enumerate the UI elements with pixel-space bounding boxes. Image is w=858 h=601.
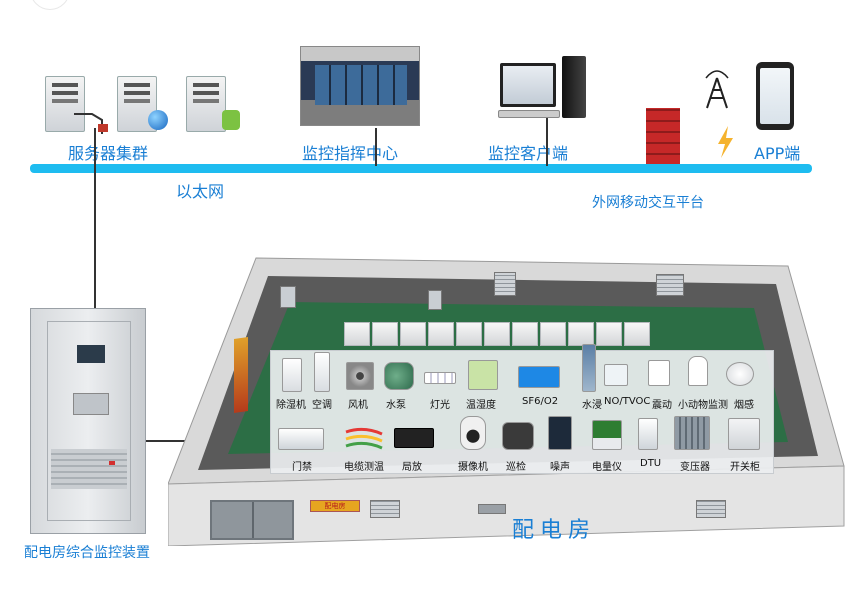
device-label: 电量仪 bbox=[592, 462, 622, 473]
device-label: NO/TVOC bbox=[604, 396, 651, 407]
device-label: 水浸 bbox=[582, 400, 602, 411]
device-label: 局放 bbox=[402, 462, 422, 473]
client-drop-line bbox=[546, 118, 548, 166]
vent-icon bbox=[478, 504, 506, 514]
server-icon bbox=[117, 76, 157, 132]
database-icon bbox=[222, 110, 240, 130]
water-leak-icon bbox=[582, 344, 596, 392]
phone-icon bbox=[756, 62, 794, 130]
warning-panel bbox=[234, 337, 248, 413]
monitor-cabinet bbox=[30, 308, 146, 534]
switchgear-icon bbox=[728, 418, 760, 450]
patrol-robot-icon bbox=[502, 422, 534, 450]
monitor-icon bbox=[500, 63, 556, 107]
access-control-icon bbox=[278, 428, 324, 450]
room-sign: 配电房 bbox=[310, 500, 360, 512]
dehumidifier-icon bbox=[282, 358, 302, 392]
camera-icon bbox=[460, 416, 486, 450]
vent-icon bbox=[428, 290, 442, 310]
command-center-label: 监控指挥中心 bbox=[302, 144, 399, 163]
command-drop-line bbox=[375, 128, 377, 166]
connector-cable-icon bbox=[74, 113, 108, 134]
device-label: 电缆测温 bbox=[344, 462, 384, 473]
animal-monitor-icon bbox=[688, 356, 708, 386]
door-icon bbox=[210, 500, 294, 540]
device-label: 噪声 bbox=[550, 462, 570, 473]
device-label: 除湿机 bbox=[276, 400, 306, 411]
switchgear-row bbox=[344, 322, 664, 352]
server-icon bbox=[45, 76, 85, 132]
fan-icon bbox=[346, 362, 374, 390]
device-label: 门禁 bbox=[292, 462, 312, 473]
device-label: 烟感 bbox=[734, 400, 754, 411]
noise-sensor-icon bbox=[548, 416, 572, 450]
ethernet-bus bbox=[30, 164, 812, 173]
room-sign-text: 配电房 bbox=[324, 502, 346, 510]
server-drop-line bbox=[94, 128, 96, 308]
device-label: 风机 bbox=[348, 400, 368, 411]
dtu-icon bbox=[638, 418, 658, 450]
air-conditioner-icon bbox=[314, 352, 330, 392]
keyboard-icon bbox=[498, 110, 560, 118]
thermo-hygrometer-icon bbox=[468, 360, 498, 390]
app-label: APP端 bbox=[754, 144, 801, 163]
device-label: 空调 bbox=[312, 400, 332, 411]
power-meter-icon bbox=[592, 420, 622, 450]
device-label: SF6/O2 bbox=[522, 396, 559, 407]
server-icon bbox=[186, 76, 226, 132]
globe-icon bbox=[148, 110, 168, 130]
external-platform-label: 外网移动交互平台 bbox=[592, 195, 704, 211]
device-label: 变压器 bbox=[680, 462, 710, 473]
vibration-icon bbox=[648, 360, 670, 386]
device-label: 巡检 bbox=[506, 462, 526, 473]
smoke-detector-icon bbox=[726, 362, 754, 386]
server-cluster-label: 服务器集群 bbox=[68, 144, 149, 163]
device-label: DTU bbox=[640, 458, 662, 469]
vent-icon bbox=[494, 272, 516, 296]
light-icon bbox=[424, 372, 456, 384]
device-label: 温湿度 bbox=[466, 400, 496, 411]
lightning-icon bbox=[718, 126, 733, 158]
vent-icon bbox=[656, 274, 684, 296]
sf6-sensor-icon bbox=[518, 366, 560, 388]
firewall-icon bbox=[646, 108, 680, 164]
monitor-device-label: 配电房综合监控装置 bbox=[24, 545, 150, 561]
room-title: 配电房 bbox=[512, 518, 597, 543]
pump-icon bbox=[384, 362, 414, 390]
video-wall-image bbox=[300, 46, 420, 126]
cable-temperature-icon bbox=[345, 427, 383, 450]
vent-icon bbox=[280, 286, 296, 308]
client-label: 监控客户端 bbox=[488, 144, 569, 163]
partial-discharge-icon bbox=[394, 428, 434, 448]
vent-icon bbox=[696, 500, 726, 518]
device-label: 小动物监测 bbox=[678, 400, 728, 411]
device-label: 水泵 bbox=[386, 400, 406, 411]
device-label: 灯光 bbox=[430, 400, 450, 411]
pc-tower-icon bbox=[562, 56, 586, 118]
corner-shape bbox=[30, 0, 70, 10]
device-label: 震动 bbox=[652, 400, 672, 411]
transformer-icon bbox=[674, 416, 710, 450]
device-label: 开关柜 bbox=[730, 462, 760, 473]
antenna-icon bbox=[705, 70, 729, 109]
gas-sensor-icon bbox=[604, 364, 628, 386]
vent-icon bbox=[370, 500, 400, 518]
device-label: 摄像机 bbox=[458, 462, 488, 473]
ethernet-label: 以太网 bbox=[176, 182, 225, 201]
